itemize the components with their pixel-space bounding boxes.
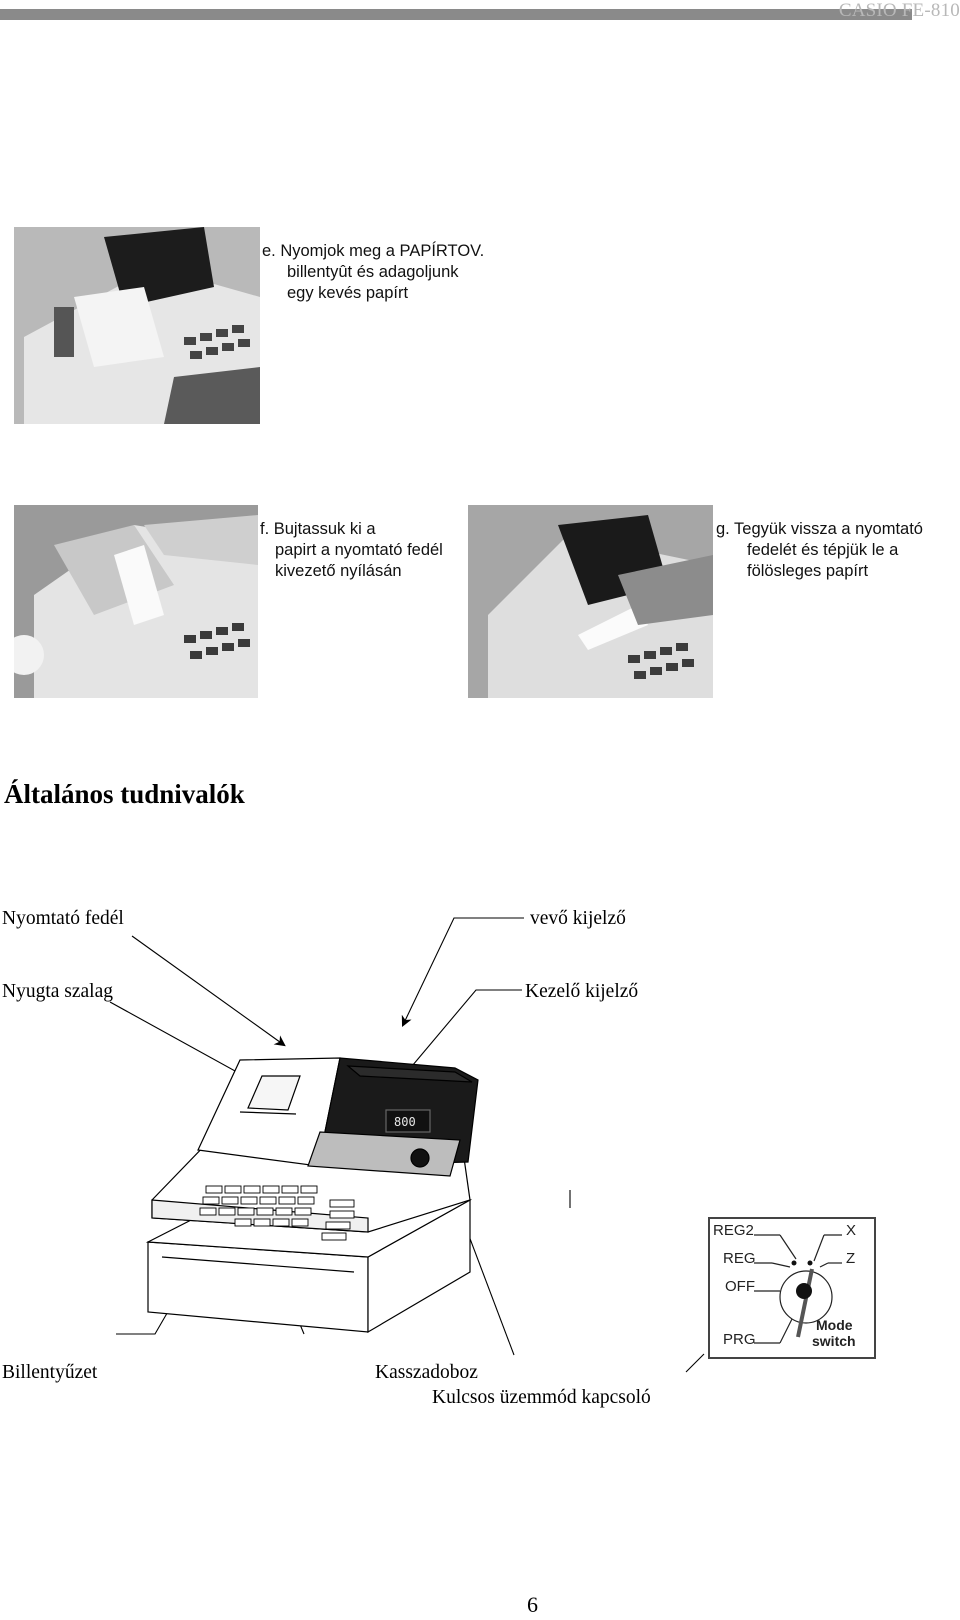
mode-switch-panel: REG2 REG OFF PRG X Z Mode switch [708,1217,876,1359]
leader-printer-cover [131,935,286,1047]
mode-z: Z [846,1250,856,1267]
section-title: Általános tudnivalók [4,779,245,809]
header-bar [0,9,912,20]
leader-customer-display [401,917,524,1027]
label-printer-cover: Nyomtató fedél [2,908,124,929]
leader-panel-tick [685,1353,705,1373]
switch-word: switch [812,1333,856,1349]
step-g-caption: g. Tegyük vissza a nyomtató fedelét és t… [716,519,923,582]
step-g-line1: g. Tegyük vissza a nyomtató [716,520,923,538]
step-f-line1: f. Bujtassuk ki a [260,520,376,538]
label-operator-display: Kezelő kijelző [525,981,639,1002]
label-receipt-roll: Nyugta szalag [2,981,114,1002]
step-e-caption: e. Nyomjok meg a PAPÍRTOV. billentyût és… [262,241,484,304]
step-g-line2: fedelét és tépjük le a [747,541,899,559]
mode-word: Mode [816,1317,853,1333]
step-g-line3: fölösleges papírt [747,562,869,580]
step-e-line2: billentyût és adagoljunk [287,263,459,281]
mode-prg: PRG [723,1331,756,1348]
mode-reg: REG [723,1250,756,1267]
photo-step-e [14,227,260,424]
mode-reg2: REG2 [713,1222,754,1239]
keyboard-keys [199,1185,355,1241]
step-e-line1: e. Nyomjok meg a PAPÍRTOV. [262,242,485,260]
photo-step-g [468,505,713,698]
label-cash-drawer: Kasszadoboz [375,1362,478,1383]
label-customer-display: vevő kijelző [530,908,626,929]
cash-register [145,1057,479,1334]
step-f-line2: papirt a nyomtató fedél [275,541,443,559]
mode-off: OFF [725,1278,755,1295]
label-mode-switch: Kulcsos üzemmód kapcsoló [432,1387,651,1408]
operator-display-readout: 800 [394,1115,416,1129]
cash-register-diagram: 800 [109,917,705,1373]
label-keyboard: Billentyűzet [2,1362,98,1383]
header-title: CASIO FE-810 [838,0,960,21]
step-f-line3: kivezető nyílásán [275,562,402,580]
step-f-caption: f. Bujtassuk ki a papirt a nyomtató fedé… [260,519,443,582]
leader-operator-display [406,989,522,1073]
step-e-line3: egy kevés papírt [287,284,409,302]
mode-x: X [846,1222,857,1239]
photo-step-f [14,505,258,698]
page-number: 6 [527,1592,538,1617]
